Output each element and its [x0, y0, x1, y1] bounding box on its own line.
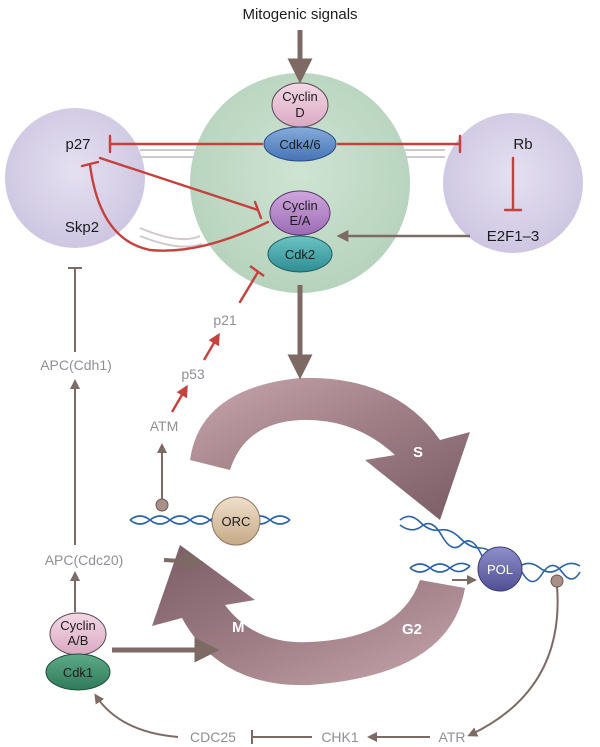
pol-label: POL: [487, 562, 513, 577]
atm-label: ATM: [150, 418, 179, 434]
phase-m-label: M: [232, 619, 245, 636]
inhibition-lines: [80, 134, 523, 304]
g2-m-arc: [152, 545, 465, 686]
cdk2-node: [267, 235, 333, 273]
cdk2-label: Cdk2: [285, 247, 315, 262]
cyclin-ea-node: [269, 190, 331, 236]
atm-to-p53-arrow: [170, 384, 188, 413]
cdk1-label: Cdk1: [63, 665, 93, 680]
cyclin-ab-label-line1: Cyclin: [60, 618, 95, 633]
cdc25-label: CDC25: [190, 729, 236, 745]
cdk-complex-circle: [190, 73, 410, 293]
cyclin-d-label-line1: Cyclin: [282, 89, 317, 104]
orc-sensor-dot: [155, 498, 169, 512]
orc-label: ORC: [222, 514, 251, 529]
chk1-label: CHK1: [321, 729, 359, 745]
cdk46-label: Cdk4/6: [279, 137, 320, 152]
apc-cdc20-label: APC(Cdc20): [45, 552, 124, 568]
p53-to-p21-arrow: [202, 332, 220, 361]
cyclin-d-label-line2: D: [295, 105, 304, 120]
e2f-label: E2F1–3: [487, 228, 540, 245]
mitogenic-signals-label: Mitogenic signals: [242, 6, 357, 23]
dna-strand-left: [129, 515, 291, 525]
g1-s-arc: [190, 377, 470, 520]
cdk46-node: [263, 126, 337, 162]
circle-connectors: [139, 149, 445, 248]
cyclin-ab-label-line2: A/B: [68, 633, 89, 648]
apc-cdc20-to-cycle-arrow: [163, 551, 204, 572]
cyclin-ea-label-line1: Cyclin: [282, 198, 317, 213]
cell-cycle-arrows: [152, 377, 470, 686]
pol-node: [477, 546, 523, 592]
pathway-arrows: [68, 267, 559, 744]
p21-inhibit-bar: [249, 265, 265, 277]
orc-node: [211, 496, 261, 546]
cdk1-node: [45, 653, 111, 691]
phase-g2-label: G2: [402, 621, 422, 638]
phase-g1-label: G1: [242, 442, 262, 459]
p21-label: p21: [213, 312, 237, 328]
p27-label: p27: [65, 136, 90, 153]
cyclin-ea-label-line2: E/A: [290, 213, 311, 228]
skp2-label: Skp2: [65, 219, 99, 236]
atr-label: ATR: [439, 729, 466, 745]
phase-s-label: S: [413, 444, 423, 461]
pol-sensor-dot: [550, 574, 564, 588]
apc-cdh1-label: APC(Cdh1): [40, 357, 112, 373]
p53-label: p53: [181, 366, 205, 382]
rb-label: Rb: [513, 136, 532, 153]
